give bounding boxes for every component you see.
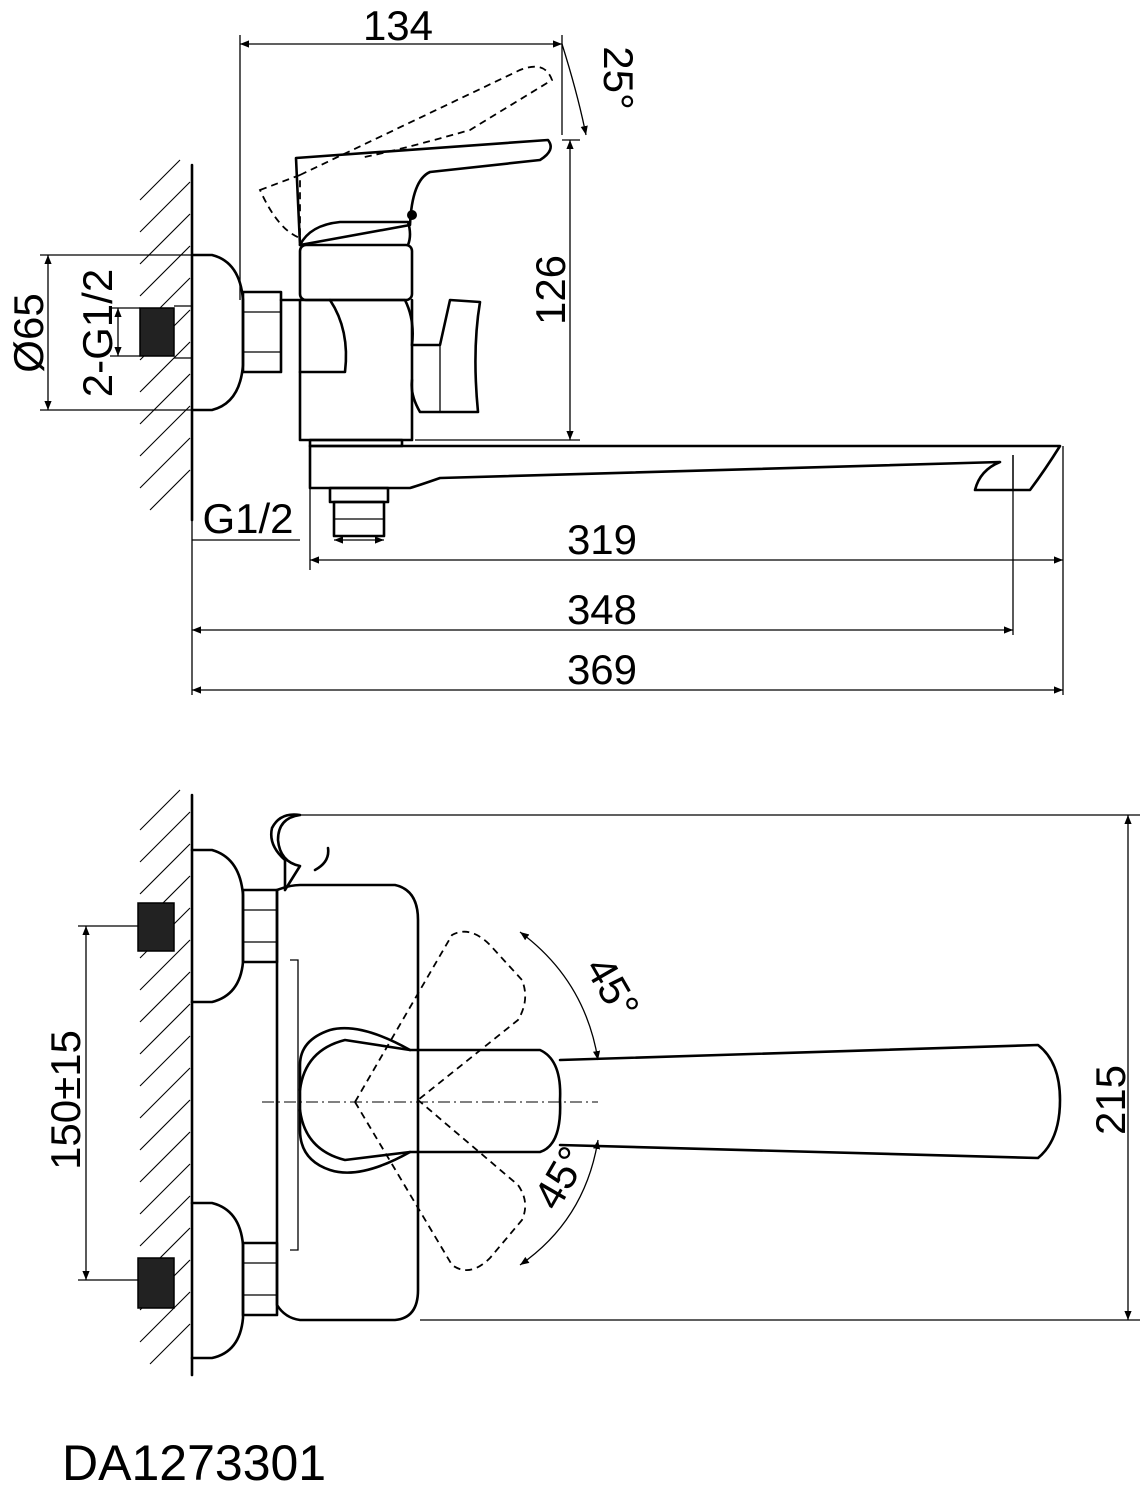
dim-inlet-thread: 2-G1/2 — [74, 269, 121, 397]
dim-overall-length: 369 — [567, 646, 637, 693]
spout-side — [308, 444, 1062, 492]
dim-handle-angle: 25° — [595, 46, 642, 110]
mixer-body-top — [275, 883, 420, 1322]
escutcheon-side — [190, 253, 245, 412]
inlet-thread-side — [139, 305, 192, 359]
model-number: DA1273301 — [62, 1435, 326, 1491]
hex-connector-upper — [241, 888, 279, 964]
escutcheon-upper — [190, 848, 245, 1004]
mixer-body-side — [279, 243, 414, 448]
dim-outlet-thread: G1/2 — [202, 495, 293, 542]
shower-hook — [270, 813, 330, 892]
escutcheon-lower — [190, 1201, 245, 1360]
dim-inlet-spacing: 150±15 — [42, 1030, 89, 1170]
dim-height: 126 — [527, 255, 574, 325]
dim-overall-depth: 215 — [1087, 1065, 1134, 1135]
dim-top-width: 134 — [363, 2, 433, 49]
dim-handle-angle-lower: 45° — [524, 1138, 596, 1217]
hex-connector-lower — [241, 1241, 279, 1317]
diverter-knob-side — [410, 298, 482, 414]
dim-handle-angle-upper: 45° — [576, 948, 648, 1027]
dim-outlet-reach: 348 — [567, 586, 637, 633]
inlet-thread-upper — [137, 902, 175, 952]
dim-spout-reach: 319 — [567, 516, 637, 563]
lever-handle-raised-dashed — [258, 65, 554, 240]
lever-handle-rotated-up-dashed — [354, 930, 527, 1103]
inlet-thread-lower — [137, 1257, 175, 1309]
extension-lines-side — [40, 35, 1064, 695]
hex-connector-side — [241, 290, 283, 374]
spout-top — [558, 1043, 1062, 1160]
dimension-lines-top — [78, 814, 1140, 1321]
dim-escutcheon-diameter: Ø65 — [5, 293, 52, 372]
lever-handle-top — [298, 1026, 562, 1174]
side-view: 134 25° 126 Ø65 2-G1/2 G1/2 319 348 369 — [5, 2, 1064, 695]
dimension-lines-side — [44, 40, 1063, 694]
top-view: 150±15 45° 45° 215 — [42, 789, 1140, 1377]
outlet-connector-side — [328, 486, 390, 538]
lever-handle-side — [294, 138, 552, 247]
lever-handle-rotated-down-dashed — [354, 1099, 527, 1272]
